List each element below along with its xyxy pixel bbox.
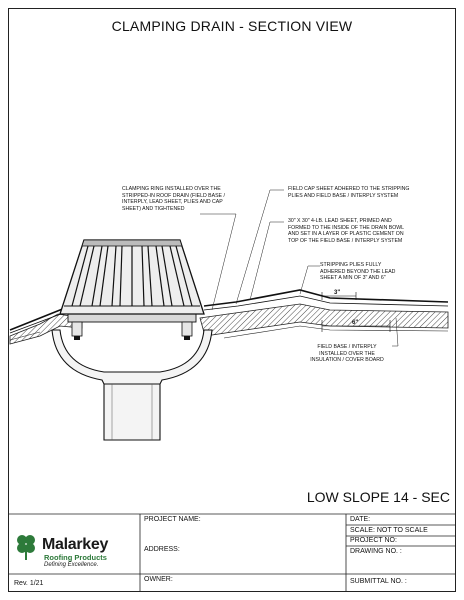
- strainer-dome: [59, 239, 205, 315]
- note-stripping-plies: STRIPPING PLIES FULLY ADHERED BEYOND THE…: [320, 262, 396, 282]
- dimension-lines: [321, 292, 391, 332]
- drawing-sheet-border: [8, 8, 456, 592]
- note-field-base: FIELD BASE / INTERPLY INSTALLED OVER THE…: [310, 344, 384, 364]
- submittal-no-label: SUBMITTAL NO. :: [350, 578, 407, 585]
- note-clamping-ring: CLAMPING RING INSTALLED OVER THE STRIPPE…: [122, 186, 225, 212]
- drain-bowl: [51, 329, 213, 441]
- scale-label: SCALE: NOT TO SCALE: [350, 527, 428, 534]
- shamrock-icon: [17, 535, 35, 560]
- note-lead-sheet: 30" X 30" 4-LB. LEAD SHEET, PRIMED AND F…: [288, 218, 405, 244]
- roof-layers: [9, 289, 449, 345]
- project-no-label: PROJECT NO:: [350, 537, 397, 544]
- owner-label: OWNER:: [144, 576, 173, 583]
- address-label: ADDRESS:: [144, 546, 180, 553]
- logo-subtitle: Roofing Products: [44, 553, 107, 562]
- project-name-label: PROJECT NAME:: [144, 516, 201, 523]
- revision-label: Rev. 1/21: [14, 580, 44, 587]
- dimension-6-inch: 6": [352, 320, 359, 326]
- logo-name: Malarkey: [42, 536, 109, 553]
- drawing-no-label: DRAWING NO. :: [350, 548, 402, 555]
- date-label: DATE:: [350, 516, 371, 523]
- logo-tagline: Defining Excellence.: [44, 562, 99, 568]
- note-field-cap-sheet: FIELD CAP SHEET ADHERED TO THE STRIPPING…: [288, 186, 410, 199]
- dimension-3-inch: 3": [334, 290, 341, 296]
- leader-lines: [200, 189, 399, 347]
- drawing-name: LOW SLOPE 14 - SEC: [306, 489, 450, 505]
- page-title: CLAMPING DRAIN - SECTION VIEW: [111, 18, 353, 34]
